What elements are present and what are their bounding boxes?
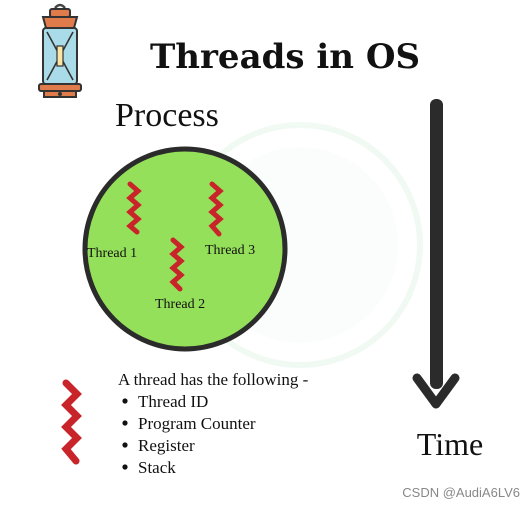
bullet	[122, 420, 128, 426]
thread-2-label: Thread 2	[155, 297, 205, 312]
info-heading: A thread has the following -	[118, 370, 309, 389]
info-item-thread-id: Thread ID	[138, 392, 208, 411]
process-circle	[82, 146, 288, 352]
lantern-icon	[38, 3, 82, 98]
watermark-text: CSDN @AudiA6LV6	[402, 485, 520, 500]
thread-2-squiggle-icon	[169, 237, 185, 292]
bullet	[122, 398, 128, 404]
process-label: Process	[115, 97, 219, 134]
info-item-register: Register	[138, 436, 195, 455]
thread-1-label: Thread 1	[87, 246, 137, 261]
time-label: Time	[417, 426, 483, 462]
arrow-down-icon	[412, 99, 460, 409]
info-item-stack: Stack	[138, 458, 176, 477]
legend-thread-squiggle-icon	[61, 379, 82, 465]
info-item-program-counter: Program Counter	[138, 414, 256, 433]
thread-1-squiggle-icon	[126, 181, 142, 235]
diagram-title: Threads in OS	[150, 37, 420, 77]
thread-3-squiggle-icon	[208, 181, 224, 237]
thread-3-label: Thread 3	[205, 243, 255, 258]
bullet	[122, 442, 128, 448]
info-list: Thread ID Program Counter Register Stack	[122, 392, 256, 477]
bullet	[122, 464, 128, 470]
